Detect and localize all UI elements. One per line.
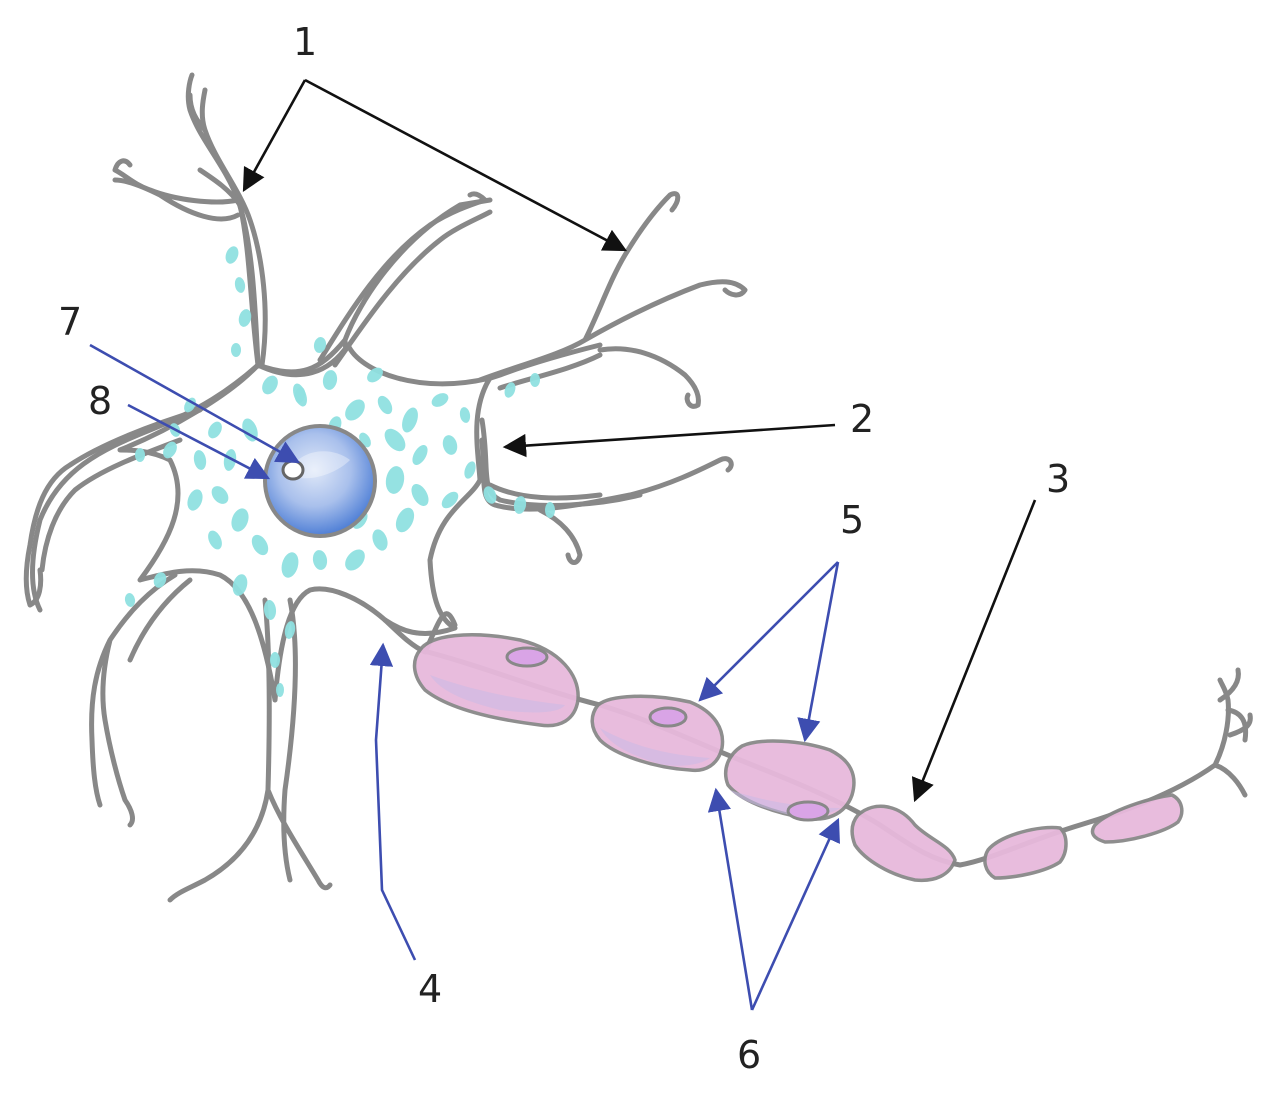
leader-5b bbox=[797, 561, 840, 743]
label-3: 3 bbox=[1046, 457, 1070, 501]
nissl-granule bbox=[276, 683, 284, 697]
nissl-granule bbox=[124, 593, 136, 607]
dendrite-bottom bbox=[167, 597, 333, 903]
nissl-granule bbox=[270, 652, 280, 668]
nissl-granule bbox=[187, 489, 203, 511]
nissl-granule bbox=[431, 393, 449, 407]
dendrite-bottom-left bbox=[89, 572, 193, 828]
nissl-granule bbox=[395, 507, 415, 533]
nissl-granule bbox=[345, 399, 365, 421]
nissl-granule bbox=[367, 367, 383, 383]
dendrite-top-right bbox=[317, 191, 493, 368]
myelin-segment-6 bbox=[1090, 793, 1184, 844]
nissl-granule bbox=[184, 397, 196, 413]
leader-5a bbox=[698, 561, 839, 702]
nissl-granule bbox=[411, 484, 429, 506]
nissl-granule bbox=[412, 445, 428, 465]
nissl-granule bbox=[223, 449, 237, 471]
nissl-granule bbox=[262, 375, 278, 395]
myelin-segment-2 bbox=[590, 694, 725, 773]
number-labels: 1 2 3 4 5 6 7 8 bbox=[58, 20, 1070, 1077]
nucleus bbox=[263, 424, 377, 538]
dendrite-top-left-inner bbox=[187, 87, 268, 368]
nissl-granule bbox=[372, 529, 388, 551]
nissl-granule bbox=[238, 309, 252, 327]
leader-3 bbox=[911, 499, 1037, 803]
leader-1a bbox=[242, 79, 307, 193]
leader-8 bbox=[127, 403, 271, 480]
nissl-granule bbox=[284, 621, 296, 639]
nissl-granule bbox=[504, 382, 516, 398]
schwann-nucleus-1 bbox=[505, 646, 549, 668]
nissl-granule bbox=[225, 246, 239, 264]
leader-6b bbox=[750, 817, 840, 1011]
label-6: 6 bbox=[737, 1033, 761, 1077]
dendrite-right-upper bbox=[477, 191, 748, 409]
nissl-granule bbox=[459, 407, 471, 423]
myelin-sheaths bbox=[412, 633, 1184, 883]
leader-7 bbox=[89, 343, 301, 464]
schwann-nucleus-2 bbox=[648, 706, 688, 728]
label-1: 1 bbox=[293, 20, 317, 64]
leader-2 bbox=[502, 423, 836, 458]
nissl-granule bbox=[483, 486, 497, 504]
nissl-granule bbox=[234, 277, 246, 293]
nucleolus bbox=[281, 459, 305, 481]
blue-leaders bbox=[89, 343, 840, 1011]
nissl-granule bbox=[513, 496, 527, 514]
nissl-granule bbox=[402, 407, 418, 433]
nissl-granule bbox=[384, 428, 406, 452]
axon-terminal-branches bbox=[1217, 667, 1253, 743]
myelin-segment-5 bbox=[983, 825, 1068, 880]
nissl-granule bbox=[530, 373, 540, 387]
nissl-granule bbox=[545, 502, 555, 518]
myelin-segment-4 bbox=[850, 804, 957, 883]
nissl-granule bbox=[163, 441, 177, 459]
nissl-granule bbox=[441, 491, 459, 509]
nissl-granule bbox=[208, 530, 222, 550]
nissl-granule bbox=[211, 486, 229, 504]
nissl-granule bbox=[281, 552, 299, 578]
nissl-granule bbox=[232, 574, 248, 596]
nissl-granule bbox=[251, 534, 269, 556]
nissl-granule bbox=[442, 435, 458, 455]
label-5: 5 bbox=[840, 498, 864, 542]
label-7: 7 bbox=[58, 300, 82, 344]
nissl-granule bbox=[153, 572, 167, 588]
label-4: 4 bbox=[418, 967, 442, 1011]
nissl-granule bbox=[231, 508, 249, 532]
label-8: 8 bbox=[88, 379, 112, 423]
nissl-granule bbox=[263, 600, 277, 620]
dendrite-left bbox=[23, 407, 203, 608]
nissl-granule bbox=[345, 549, 365, 571]
nissl-granule bbox=[135, 448, 145, 462]
nissl-granule bbox=[313, 337, 327, 353]
nissl-granule bbox=[231, 343, 241, 357]
nissl-granule bbox=[193, 450, 207, 470]
black-leaders bbox=[242, 78, 1037, 803]
nissl-granule bbox=[464, 461, 476, 479]
nissl-granule bbox=[294, 387, 306, 403]
leader-1b bbox=[304, 78, 628, 252]
leader-6a bbox=[707, 787, 754, 1011]
nissl-granule bbox=[377, 395, 393, 415]
schwann-nucleus-3 bbox=[786, 800, 830, 822]
leader-4 bbox=[369, 642, 417, 961]
nissl-granule bbox=[322, 370, 338, 390]
label-2: 2 bbox=[850, 397, 874, 441]
nissl-granule bbox=[385, 466, 405, 494]
nissl-granule bbox=[312, 550, 328, 570]
nissl-granule bbox=[208, 421, 222, 439]
